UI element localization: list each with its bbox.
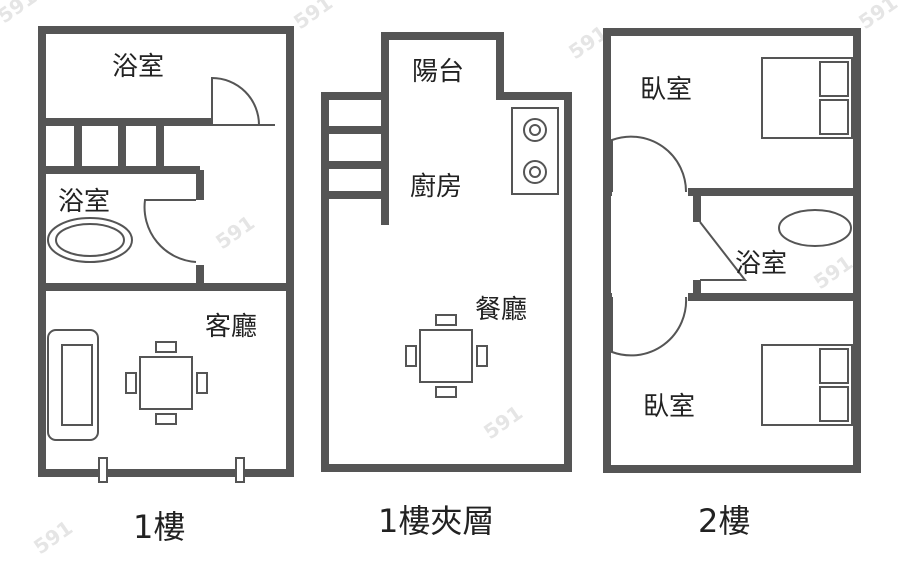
svg-text:591: 591 [0, 0, 41, 28]
room-label: 浴室 [58, 187, 110, 217]
svg-text:591: 591 [211, 210, 259, 254]
svg-text:591: 591 [29, 515, 77, 559]
svg-text:591: 591 [479, 400, 527, 444]
room-label: 浴室 [735, 249, 787, 279]
plan-caption: 1樓 [133, 508, 185, 546]
room-label: 廚房 [410, 172, 462, 202]
plan-2f: 臥室 浴室 臥室 2樓 [603, 28, 861, 540]
room-label: 臥室 [640, 75, 692, 105]
plan-caption: 1樓夾層 [378, 502, 494, 540]
room-label: 臥室 [643, 392, 695, 422]
plan-1f-mezzanine: 陽台 廚房 餐廳 1樓夾層 [321, 32, 572, 540]
room-label: 浴室 [112, 52, 164, 82]
svg-text:591: 591 [809, 250, 857, 294]
room-label: 陽台 [412, 57, 464, 87]
room-label: 客廳 [205, 312, 257, 342]
room-label: 餐廳 [475, 295, 527, 325]
plan-1f: 浴室 浴室 客廳 1樓 [38, 26, 294, 546]
plan-caption: 2樓 [698, 502, 750, 540]
svg-text:591: 591 [289, 0, 337, 34]
